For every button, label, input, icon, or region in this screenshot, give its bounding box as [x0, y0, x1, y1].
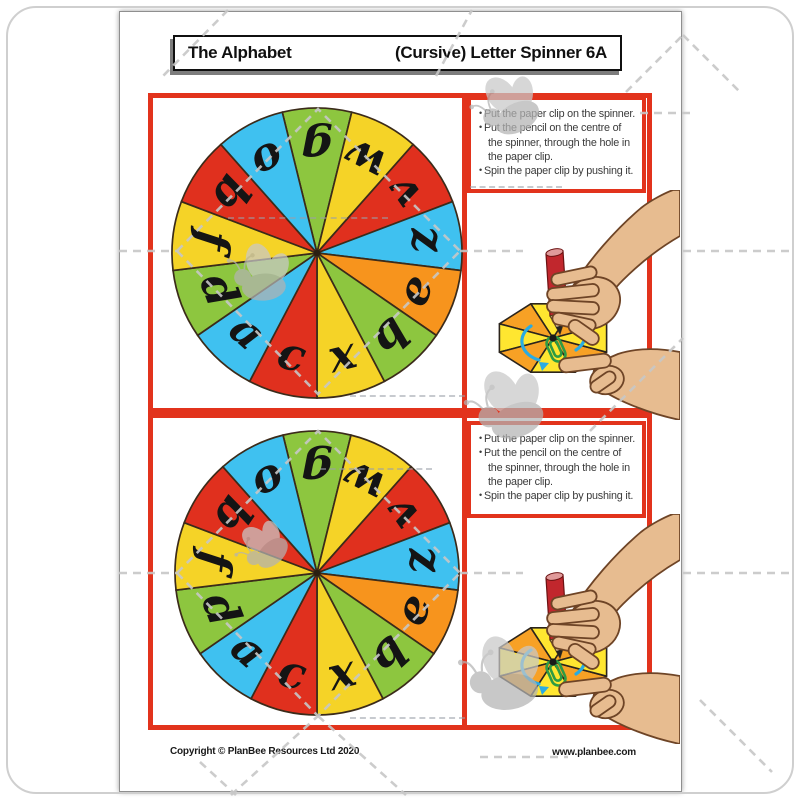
micro-watermark — [350, 717, 465, 719]
copyright-text: Copyright © PlanBee Resources Ltd 2020 — [170, 746, 360, 757]
micro-watermark — [470, 186, 562, 188]
instruction-item: •Spin the paper clip by pushing it. — [479, 490, 634, 502]
worksheet-title-bar: The Alphabet (Cursive) Letter Spinner 6A — [173, 35, 622, 71]
bee-icon — [459, 359, 552, 450]
page-subtitle: (Cursive) Letter Spinner 6A — [394, 43, 607, 62]
micro-watermark — [228, 217, 388, 219]
micro-watermark — [350, 395, 465, 397]
instruction-item: •Spin the paper clip by pushing it. — [479, 165, 634, 177]
spinner-center-dot — [313, 569, 321, 577]
spinner-letter: g — [301, 444, 332, 497]
website-text: www.planbee.com — [552, 747, 636, 758]
spinner-center-dot — [313, 249, 321, 257]
page-title: The Alphabet — [188, 43, 292, 62]
bee-icon — [451, 625, 550, 722]
spinner-letter: g — [301, 122, 332, 175]
micro-watermark — [320, 468, 432, 470]
